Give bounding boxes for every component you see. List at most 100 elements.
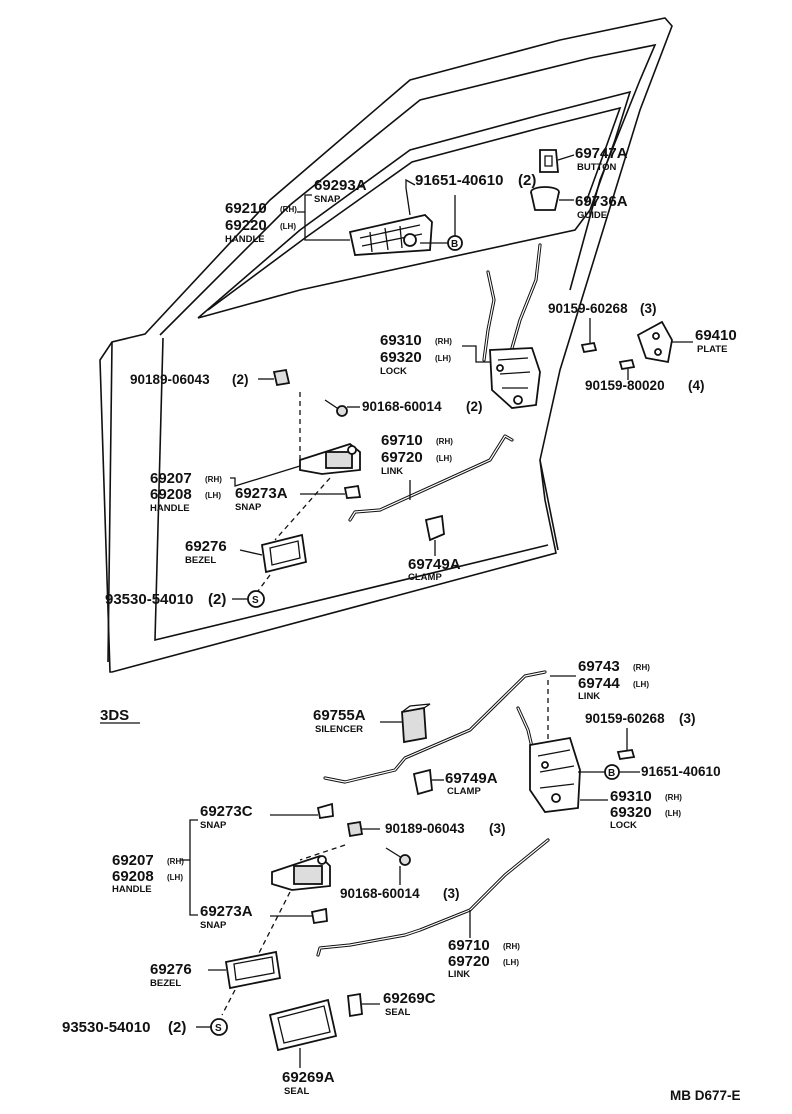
inside-handle-part (348, 214, 433, 256)
label-93530-qty-lower: (2) (168, 1019, 186, 1036)
label-69210-name: HANDLE (225, 234, 265, 245)
label-69269c: 69269C (383, 990, 436, 1007)
screw-90168-upper (324, 399, 348, 417)
label-69207-tag-lower: (RH) (167, 857, 184, 866)
screw-90168-lower (385, 847, 411, 866)
nut-90189-upper (272, 368, 291, 387)
label-90159-80020: 90159-80020 (585, 378, 665, 393)
label-69273a-upper: 69273A (235, 485, 288, 502)
label-93530-qty-upper: (2) (208, 591, 226, 608)
label-69273a-lower: 69273A (200, 903, 253, 920)
label-bezel-upper-name: BEZEL (185, 555, 216, 566)
label-90168-lower: 90168-60014 (340, 886, 420, 901)
screw-90159-80020 (618, 358, 636, 371)
nut-90189-lower (346, 820, 364, 838)
label-bezel-lower-name: BEZEL (150, 978, 181, 989)
label-90168-qty-lower: (3) (443, 886, 460, 901)
label-69710-tag-lower: (RH) (503, 942, 520, 951)
label-91651-lower: 91651-40610 (641, 764, 721, 779)
bezel-lower-part (224, 950, 282, 990)
bezel-upper-part (260, 533, 308, 574)
snap-69273a-lower (310, 907, 328, 925)
door-handle-lower-part (271, 854, 331, 891)
label-69710-lower: 69710 (448, 937, 490, 954)
label-69210: 69210 (225, 200, 267, 217)
label-69208-lower: 69208 (112, 868, 154, 885)
label-69749a-upper-name: CLAMP (408, 572, 442, 583)
label-handle-lower-name: HANDLE (112, 884, 152, 895)
clamp-69749a-lower (412, 768, 433, 796)
label-69747a-name: BUTTON (577, 162, 617, 173)
label-69293a: 69293A (314, 177, 367, 194)
s-mark-upper: S (252, 595, 259, 606)
label-69744: 69744 (578, 675, 620, 692)
label-69310-tag-upper: (RH) (435, 337, 452, 346)
label-69320-tag-upper: (LH) (435, 354, 451, 363)
label-90159-80020-qty: (4) (688, 378, 705, 393)
label-69269a-name: SEAL (284, 1086, 310, 1097)
label-69755a: 69755A (313, 707, 366, 724)
label-69210-tag: (RH) (280, 205, 297, 214)
label-69220: 69220 (225, 217, 267, 234)
label-69736a-name: GUIDE (577, 210, 607, 221)
label-69273c-name: SNAP (200, 820, 227, 831)
label-90168-upper: 90168-60014 (362, 399, 442, 414)
label-90189-qty-upper: (2) (232, 372, 249, 387)
label-69320-upper: 69320 (380, 349, 422, 366)
clamp-69749a-upper (424, 514, 445, 542)
label-90159-lower: 90159-60268 (585, 711, 665, 726)
label-90159-qty-lower: (3) (679, 711, 696, 726)
label-69208-tag-lower: (LH) (167, 873, 183, 882)
label-93530-lower: 93530-54010 (62, 1019, 150, 1036)
s-mark-lower: S (215, 1023, 222, 1034)
door-lock-lower-part (516, 706, 581, 813)
link-rod-lower (316, 838, 550, 957)
label-69207-upper: 69207 (150, 470, 192, 487)
label-69273a-lower-name: SNAP (200, 920, 227, 931)
label-90189-qty-lower: (3) (489, 821, 506, 836)
label-69220-tag: (LH) (280, 222, 296, 231)
seal-69269c (347, 992, 363, 1018)
label-lock-upper-name: LOCK (380, 366, 407, 377)
label-69310-upper: 69310 (380, 332, 422, 349)
label-69749a-lower-name: CLAMP (447, 786, 481, 797)
label-69320-tag-lower: (LH) (665, 809, 681, 818)
label-90159-60268-upper: 90159-60268 (548, 301, 628, 316)
link-rod-upper (348, 434, 514, 522)
screw-90159-60268-upper (580, 341, 598, 354)
label-69276-lower: 69276 (150, 961, 192, 978)
label-69755a-name: SILENCER (315, 724, 363, 735)
label-69720-upper: 69720 (381, 449, 423, 466)
label-90168-qty-upper: (2) (466, 399, 483, 414)
label-69749a-lower: 69749A (445, 770, 498, 787)
label-93530-upper: 93530-54010 (105, 591, 193, 608)
label-69320-lower: 69320 (610, 804, 652, 821)
guide-69736a-part (530, 186, 560, 211)
label-69273c: 69273C (200, 803, 253, 820)
label-lock-lower-name: LOCK (610, 820, 637, 831)
link-rod-69743 (323, 670, 547, 784)
label-69410: 69410 (695, 327, 737, 344)
b-mark-lower: B (608, 768, 615, 779)
screw-90159-60268-lower (616, 748, 636, 761)
label-link-lower-name: LINK (448, 969, 470, 980)
label-69720-tag-lower: (LH) (503, 958, 519, 967)
label-69269a: 69269A (282, 1069, 335, 1086)
label-69710-tag-upper: (RH) (436, 437, 453, 446)
label-69736a: 69736A (575, 193, 628, 210)
door-lock-upper-part (482, 243, 542, 409)
silencer-69755a (401, 703, 431, 744)
label-69207-lower: 69207 (112, 852, 154, 869)
label-link-upper-name: LINK (381, 466, 403, 477)
label-69269c-name: SEAL (385, 1007, 411, 1018)
snap-69273c (316, 802, 334, 820)
plate-69410-part (636, 320, 673, 364)
ref-code: MB D677-E (670, 1088, 741, 1103)
label-69743-tag: (RH) (633, 663, 650, 672)
label-69743-name: LINK (578, 691, 600, 702)
snap-69273a-upper (343, 484, 362, 499)
button-69747a-part (539, 149, 559, 173)
label-91651-40610-upper: 91651-40610 (415, 172, 503, 189)
label-69207-tag-upper: (RH) (205, 475, 222, 484)
